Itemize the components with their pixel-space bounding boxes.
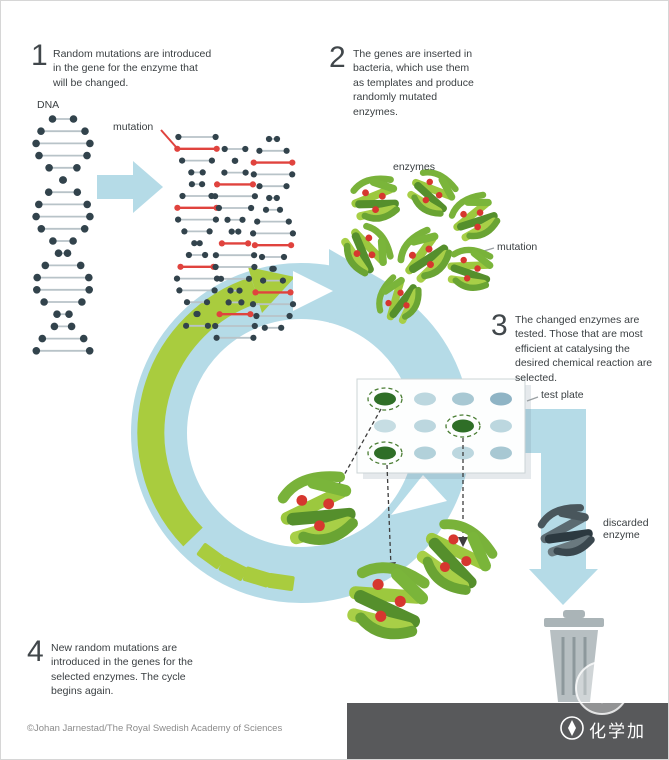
discarded-enzyme-label: discarded enzyme bbox=[603, 517, 649, 541]
white-flow-arrow-right bbox=[391, 475, 447, 515]
step-1-text: Random mutations are introduced in the g… bbox=[53, 48, 212, 89]
mutation-right-label: mutation bbox=[497, 241, 538, 253]
mutated-strand-1 bbox=[173, 133, 221, 329]
mutated-strand-3 bbox=[249, 135, 297, 331]
footer-bar bbox=[347, 703, 668, 759]
dna-label: DNA bbox=[37, 99, 60, 111]
mutation-top-label: mutation bbox=[113, 121, 154, 133]
mutation-pointer-line bbox=[160, 129, 177, 148]
step-3-text: The changed enzymes are tested. Those th… bbox=[515, 314, 653, 384]
step-2-text: The genes are inserted in bacteria, whic… bbox=[353, 48, 474, 118]
test-plate-label: test plate bbox=[541, 389, 584, 401]
mutated-strand-2 bbox=[212, 145, 258, 341]
white-flow-arrow-top bbox=[293, 271, 333, 311]
step-4-number: 4 bbox=[27, 635, 44, 668]
trash-bin bbox=[544, 610, 604, 702]
watermark-logo bbox=[560, 661, 629, 740]
enzymes-label: enzymes bbox=[393, 161, 436, 173]
step-3-number: 3 bbox=[491, 309, 508, 342]
test-plate-pointer-line bbox=[526, 396, 539, 402]
mutation-step-arrow bbox=[97, 161, 163, 213]
step-4-text: New random mutations are introduced in t… bbox=[51, 642, 193, 698]
step-2-number: 2 bbox=[329, 41, 346, 74]
dna-helix bbox=[32, 115, 94, 355]
watermark-text: 化学加 bbox=[589, 722, 646, 741]
step-1-number: 1 bbox=[31, 39, 48, 72]
test-plate bbox=[356, 378, 531, 479]
credit-line: ©Johan Jarnestad/The Royal Swedish Acade… bbox=[27, 723, 283, 734]
